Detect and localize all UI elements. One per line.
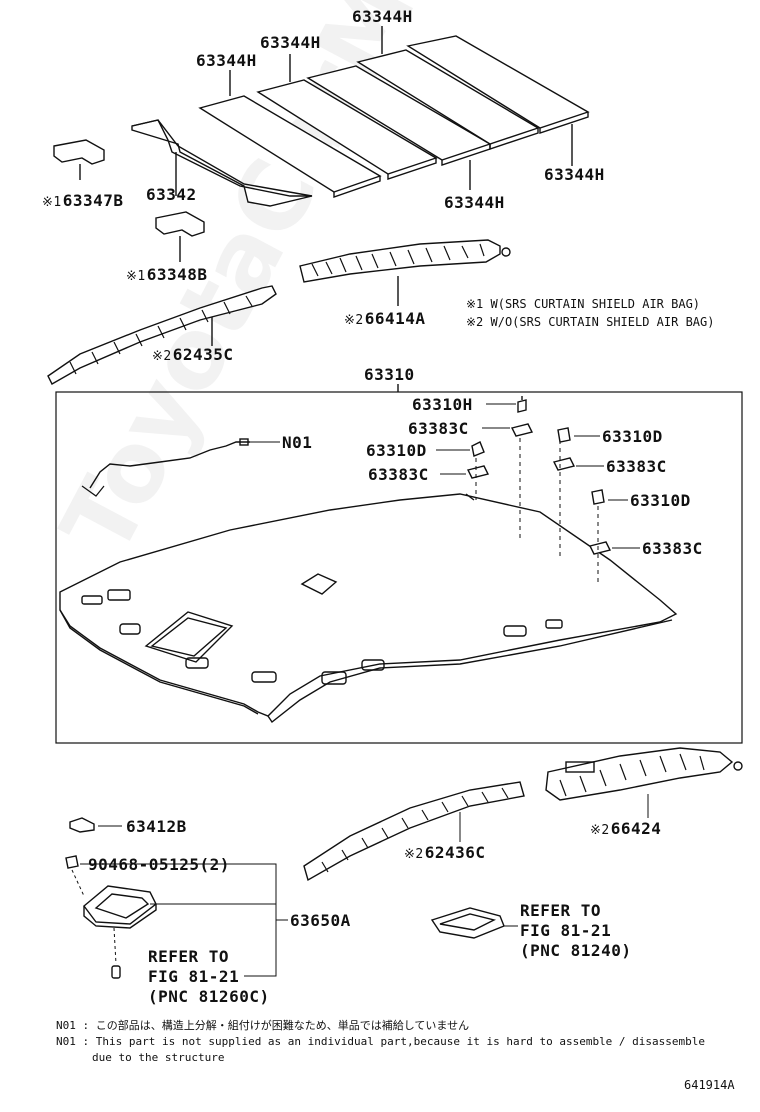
legend-line-1: ※1 W(SRS CURTAIN SHIELD AIR BAG) [466,297,701,311]
clip-63310d-2[interactable] [557,427,571,443]
label-62435c[interactable]: ※262435C [152,345,234,365]
label-63342[interactable]: 63342 [146,185,197,204]
clip-63310d-1[interactable] [471,441,485,457]
label-63412b[interactable]: 63412B [126,817,187,836]
pad-63344h-1[interactable] [198,95,382,198]
label-63383c-3[interactable]: 63383C [606,457,667,476]
refer-b-line-2[interactable]: FIG 81-21 [148,967,240,986]
label-63310d-3[interactable]: 63310D [630,491,691,510]
refer-a-line-3[interactable]: (PNC 81240) [520,941,632,960]
refer-a-line-1[interactable]: REFER TO [520,901,602,920]
label-62436c[interactable]: ※262436C [404,843,486,863]
label-63383c-4[interactable]: 63383C [642,539,703,558]
label-66424[interactable]: ※266424 [590,819,662,839]
figure-id: 641914A [684,1078,735,1092]
label-66414a[interactable]: ※266414A [344,309,426,329]
clip-63310d-3[interactable] [591,489,605,505]
pad-63344h-4[interactable] [356,49,540,150]
clip-63383c-2[interactable] [466,465,490,479]
label-n01[interactable]: N01 [282,433,313,452]
pad-63347b[interactable] [53,139,105,165]
refer-b-line-1[interactable]: REFER TO [148,947,230,966]
console-lamp-63650a[interactable] [83,885,157,929]
clip-63383c-1[interactable] [510,423,534,437]
strip-62435c[interactable] [47,285,277,385]
bracket-63412b[interactable] [69,817,95,833]
wire-n01[interactable] [81,438,280,497]
screw-90468[interactable] [65,855,79,869]
headliner-63310[interactable] [59,493,678,724]
refer-b-line-3[interactable]: (PNC 81260C) [148,987,270,1006]
label-63310d-2[interactable]: 63310D [602,427,663,446]
lamp-assy[interactable] [430,907,505,939]
clip-63383c-3[interactable] [552,457,576,471]
bulb[interactable] [111,965,121,979]
strip-66424[interactable] [545,747,743,801]
footnote-en: N01 : This part is not supplied as an in… [56,1035,706,1048]
label-63383c-1[interactable]: 63383C [408,419,469,438]
label-63344h-2[interactable]: 63344H [260,33,321,52]
label-63347b[interactable]: ※163347B [42,191,124,211]
footnote-en-2: due to the structure [92,1051,225,1064]
label-63344h-4[interactable]: 63344H [444,193,505,212]
clip-63310h[interactable] [517,396,527,413]
label-63310[interactable]: 63310 [364,365,415,384]
label-63344h-3[interactable]: 63344H [196,51,257,70]
label-63310h[interactable]: 63310H [412,395,473,414]
refer-a-line-2[interactable]: FIG 81-21 [520,921,612,940]
label-63310d-1[interactable]: 63310D [366,441,427,460]
pad-63344h-5[interactable] [406,35,590,134]
label-90468-05125[interactable]: 90468-05125(2) [88,855,230,874]
label-63650a[interactable]: 63650A [290,911,351,930]
pad-63342[interactable] [131,119,313,207]
footnote-jp: N01 : この部品は、構造上分解・組付けが困難なため、単品では補給していません [56,1019,470,1032]
label-63383c-2[interactable]: 63383C [368,465,429,484]
label-63348b[interactable]: ※163348B [126,265,208,285]
legend-line-2: ※2 W/O(SRS CURTAIN SHIELD AIR BAG) [466,315,715,329]
strip-66414a[interactable] [299,239,511,283]
clip-63383c-4[interactable] [588,541,612,555]
strip-62436c[interactable] [303,781,525,882]
label-63344h-5[interactable]: 63344H [544,165,605,184]
label-63344h-top[interactable]: 63344H [352,7,413,26]
headliner-frame [55,391,743,744]
pad-63344h-2[interactable] [256,79,438,180]
pad-63348b[interactable] [155,211,205,237]
